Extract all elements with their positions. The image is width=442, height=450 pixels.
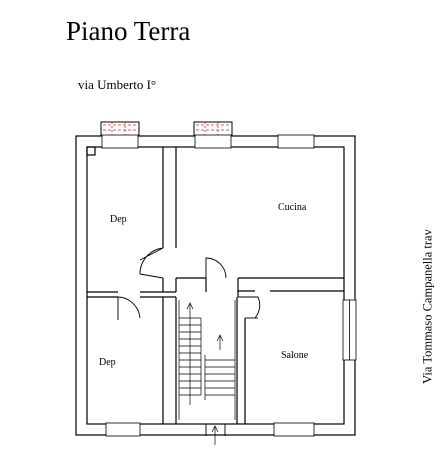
street-label-top: via Umberto I° <box>78 77 157 92</box>
exterior-walls <box>75 135 356 436</box>
windows <box>101 134 357 437</box>
room-label-salone: Salone <box>281 350 309 361</box>
balcony-left <box>100 121 140 137</box>
room-label-dep-upper: Dep <box>110 214 127 225</box>
room-label-cucina: Cucina <box>278 202 307 213</box>
room-label-dep-lower: Dep <box>99 357 116 368</box>
doors <box>117 247 261 436</box>
interior-walls <box>86 146 344 424</box>
plan-title: Piano Terra <box>66 16 191 46</box>
balcony-right <box>193 121 233 137</box>
staircase <box>178 300 236 445</box>
